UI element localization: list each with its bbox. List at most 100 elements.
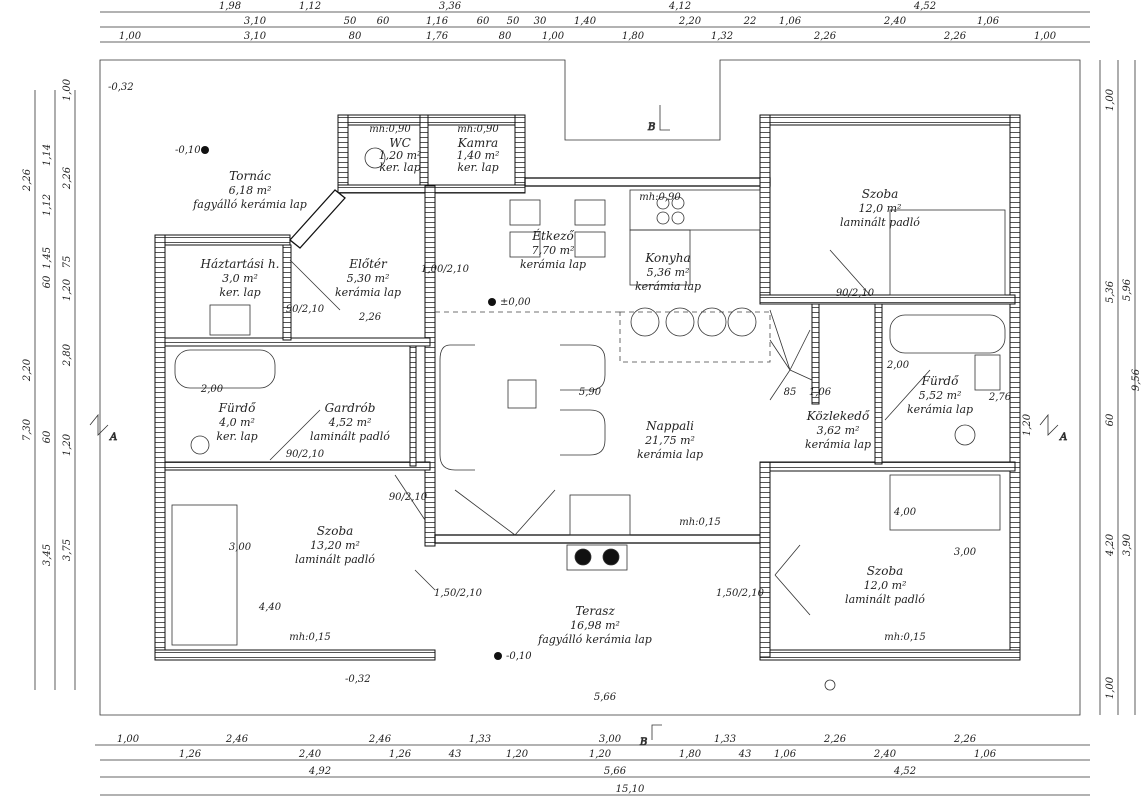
dimension-bottom-row2: 1,06 bbox=[774, 749, 797, 760]
dimension-bottom-row1: 1,33 bbox=[714, 734, 736, 745]
dimension-bottom-row1: 1,33 bbox=[469, 734, 491, 745]
dimension-bottom-row1: 1,00 bbox=[117, 734, 140, 745]
toilet-left bbox=[190, 435, 210, 455]
dimension-right: 1,20 bbox=[1022, 413, 1033, 436]
dimension-bottom-row3: 5,66 bbox=[604, 766, 627, 777]
dimension-left: 1,12 bbox=[42, 194, 53, 216]
room-area: 12,0 m² bbox=[864, 579, 907, 592]
dimension-bottom-row2: 43 bbox=[738, 749, 752, 760]
dimension-top-row2: 30 bbox=[534, 16, 547, 27]
bed-right bbox=[889, 474, 1001, 531]
section-mark-left: A bbox=[109, 432, 117, 443]
level-terasz: -0,10 bbox=[506, 651, 532, 662]
dimension-right: 60 bbox=[1105, 413, 1116, 426]
dimension-top-row2: 60 bbox=[477, 16, 490, 27]
room-name: Előtér bbox=[348, 257, 388, 271]
room-floor: kerámia lap bbox=[335, 286, 401, 299]
level-corner: -0,32 bbox=[108, 82, 134, 93]
opening-label: 2,00 bbox=[200, 384, 224, 395]
dimension-bottom-row1: 2,26 bbox=[953, 734, 977, 745]
dimension-top-row3: 1,00 bbox=[1034, 31, 1057, 42]
dimension-top-row3: 1,00 bbox=[119, 31, 142, 42]
room-floor: kerámia lap bbox=[635, 280, 701, 293]
room-floor: kerámia lap bbox=[520, 258, 586, 271]
dimension-bottom-row1: 2,46 bbox=[368, 734, 392, 745]
dimension-top-row1: 3,36 bbox=[439, 1, 462, 12]
dimension-top-row3: 1,76 bbox=[426, 31, 449, 42]
dimension-bottom-row1: 2,26 bbox=[823, 734, 847, 745]
spiral-stair bbox=[769, 309, 813, 401]
dimension-top-row2: 2,40 bbox=[883, 16, 907, 27]
dimension-top-row2: 1,40 bbox=[574, 16, 597, 27]
toilet-right bbox=[954, 424, 976, 446]
dimension-right: 5,36 bbox=[1105, 280, 1116, 303]
opening-label: mh:0,90 bbox=[639, 192, 681, 203]
room-area: 1,40 m² bbox=[457, 149, 500, 162]
room-floor: laminált padló bbox=[295, 553, 375, 566]
room-floor: fagyálló kerámia lap bbox=[192, 198, 307, 211]
dimension-bottom-row2: 1,20 bbox=[506, 749, 529, 760]
room-name: Kamra bbox=[457, 136, 498, 150]
room-floor: ker. lap bbox=[457, 161, 498, 174]
dimension-top-row3: 80 bbox=[349, 31, 362, 42]
opening-label: 85 bbox=[784, 387, 797, 398]
opening-label: 4,40 bbox=[258, 602, 282, 613]
dimension-bottom-row3: 4,52 bbox=[893, 766, 916, 777]
dimension-top-row1: 4,12 bbox=[668, 1, 691, 12]
level-tornac: -0,10 bbox=[175, 145, 201, 156]
room-area: 1,20 m² bbox=[379, 149, 422, 162]
dimension-lines bbox=[34, 11, 1136, 796]
dimension-right: 1,00 bbox=[1105, 676, 1116, 699]
room-area: 12,0 m² bbox=[859, 202, 902, 215]
fireplace bbox=[569, 494, 631, 536]
dimension-left: 1,00 bbox=[62, 78, 73, 101]
walls bbox=[154, 114, 1021, 661]
room-floor: laminált padló bbox=[310, 430, 390, 443]
kitchen-counter bbox=[629, 189, 761, 231]
dimension-top-row1: 1,12 bbox=[299, 1, 321, 12]
room-floor: fagyálló kerámia lap bbox=[537, 633, 652, 646]
dimension-top-row3: 80 bbox=[499, 31, 512, 42]
opening-label: mh:0,90 bbox=[369, 124, 411, 135]
level-outside: -0,32 bbox=[345, 674, 371, 685]
room-name: WC bbox=[389, 136, 411, 150]
opening-label: 1,06 bbox=[809, 387, 832, 398]
opening-label: 90/2,10 bbox=[286, 449, 325, 460]
room-area: 13,20 m² bbox=[310, 539, 360, 552]
opening-label: 5,66 bbox=[594, 692, 617, 703]
room-floor: laminált padló bbox=[840, 216, 920, 229]
room-name: Konyha bbox=[644, 251, 690, 265]
dimension-left: 1,20 bbox=[62, 278, 73, 301]
level-marks: ±0,00 -0,10 -0,32 -0,10 -0,32 bbox=[108, 82, 532, 685]
dimension-left: 75 bbox=[62, 256, 73, 269]
room-name: Szoba bbox=[862, 187, 899, 201]
dimension-left: 1,20 bbox=[62, 433, 73, 456]
level-marker-icon bbox=[494, 652, 502, 660]
room-name: Terasz bbox=[575, 604, 615, 618]
dimension-top-row2: 1,06 bbox=[779, 16, 802, 27]
section-mark-top: B bbox=[647, 122, 655, 133]
room-name: Szoba bbox=[867, 564, 904, 578]
section-marks: B A A B bbox=[89, 105, 1068, 748]
dimension-top-row3: 3,10 bbox=[244, 31, 267, 42]
dimension-left: 7,30 bbox=[22, 418, 33, 441]
opening-label: 90/2,10 bbox=[286, 304, 325, 315]
opening-label: 1,50/2,10 bbox=[716, 588, 765, 599]
opening-label: 5,90 bbox=[579, 387, 602, 398]
dimension-bottom-row2: 1,20 bbox=[589, 749, 612, 760]
dimension-top-row1: 4,52 bbox=[913, 1, 936, 12]
dimension-top-row3: 1,80 bbox=[622, 31, 645, 42]
dimension-bottom-row2: 43 bbox=[448, 749, 462, 760]
dimension-top-row2: 2,20 bbox=[678, 16, 702, 27]
dimension-bottom-row4: 15,10 bbox=[616, 784, 645, 795]
opening-label: mh:0,15 bbox=[679, 517, 721, 528]
